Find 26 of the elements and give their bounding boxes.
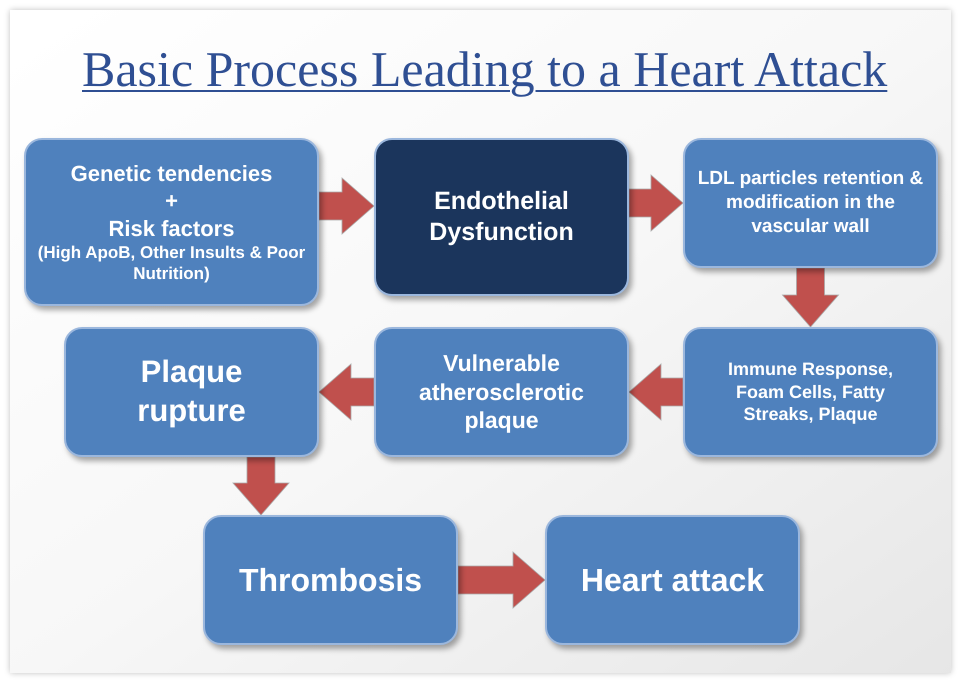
block-arrow — [318, 363, 374, 421]
block-arrow — [782, 268, 840, 328]
block-arrow — [628, 174, 684, 232]
box-text: Vulnerable atherosclerotic plaque — [418, 348, 585, 436]
box-text: Risk factors — [108, 214, 234, 242]
process-box — [374, 327, 629, 457]
box-text: Endothelial Dysfunction — [428, 186, 575, 248]
process-box — [64, 327, 319, 457]
box-text: LDL particles retention & modification in the vascular wall — [696, 167, 924, 239]
box-text: Thrombosis — [238, 561, 422, 600]
block-arrow — [628, 363, 684, 421]
process-box — [683, 327, 938, 457]
box-text: (High ApoB, Other Insults & Poor Nutrition) — [36, 242, 306, 284]
box-text: Plaque rupture — [136, 353, 247, 430]
process-box — [545, 515, 800, 645]
process-box — [683, 138, 938, 268]
box-text: Genetic tendencies — [70, 160, 272, 187]
block-arrow — [458, 551, 546, 609]
process-box — [203, 515, 458, 645]
box-text: + — [165, 187, 178, 214]
box-text: Heart attack — [580, 561, 764, 600]
process-box — [374, 138, 629, 296]
block-arrow — [232, 456, 290, 516]
block-arrow — [318, 177, 375, 235]
box-text: Immune Response, Foam Cells, Fatty Streaks, Plaque — [726, 358, 894, 426]
process-box — [24, 138, 319, 306]
